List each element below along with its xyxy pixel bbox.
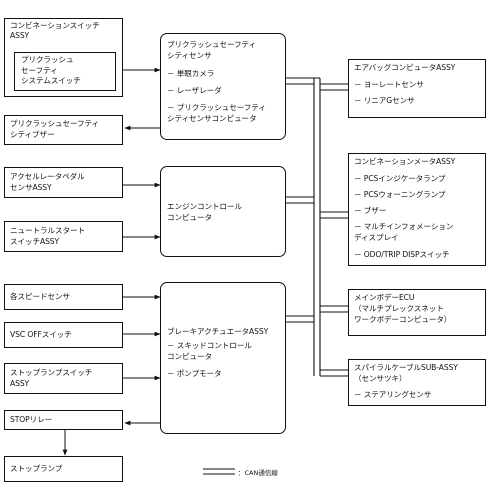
precrash-sensor-item-3: － プリクラッシュセーフティ bbox=[167, 103, 266, 112]
meter-item-4: － マルチインフォメーション bbox=[354, 222, 454, 231]
neutral-line-1: ニュートラルスタート bbox=[10, 226, 85, 235]
precrash-switch-line-1: プリクラッシュ bbox=[21, 55, 74, 64]
brake-item-1: － スキッドコントロール bbox=[167, 341, 252, 350]
stop-relay-label: STOPリレー bbox=[10, 415, 53, 424]
meter-title: コンビネーションメータASSY bbox=[354, 157, 456, 166]
meter-item-3: － ブザー bbox=[354, 206, 387, 215]
stop-lamp-box: ストップランプ bbox=[4, 456, 123, 482]
spiral-item-1: － ステアリングセンサ bbox=[354, 390, 432, 399]
spiral-title-1: スパイラルケーブルSUB-ASSY bbox=[354, 363, 458, 372]
engine-line-1: エンジンコントロール bbox=[167, 202, 242, 211]
speed-sensor-label: 各スピードセンサ bbox=[10, 292, 70, 301]
meter-item-6: － ODO/TRIP DISPスイッチ bbox=[354, 250, 450, 259]
main-body-ecu-box: メインボデーECU （マルチプレックスネット ワークボデーコンピュータ） bbox=[348, 289, 486, 336]
vsc-off-switch-box: VSC OFFスイッチ bbox=[4, 322, 123, 348]
stop-lamp-label: ストップランプ bbox=[10, 464, 63, 473]
spiral-cable-box: スパイラルケーブルSUB-ASSY （センサツキ） － ステアリングセンサ bbox=[348, 359, 486, 406]
body-ecu-line-1: メインボデーECU bbox=[354, 293, 415, 302]
brake-title: ブレーキアクチュエータASSY bbox=[167, 327, 269, 336]
speed-sensor-box: 各スピードセンサ bbox=[4, 284, 123, 310]
stop-relay-box: STOPリレー bbox=[4, 410, 123, 430]
neutral-start-switch-box: ニュートラルスタート スイッチASSY bbox=[4, 221, 123, 252]
combination-switch-box: コンビネーションスイッチ ASSY プリクラッシュ セーフティ システムスイッチ bbox=[4, 18, 123, 97]
airbag-item-2: － リニアGセンサ bbox=[354, 96, 415, 105]
accel-line-2: センサASSY bbox=[10, 183, 52, 192]
stop-lamp-switch-box: ストップランプスイッチ ASSY bbox=[4, 363, 123, 394]
vsc-switch-label: VSC OFFスイッチ bbox=[10, 330, 72, 339]
airbag-item-1: － ヨーレートセンサ bbox=[354, 80, 424, 89]
body-ecu-line-2: （マルチプレックスネット bbox=[354, 304, 444, 313]
brake-item-2: コンピュータ bbox=[167, 352, 212, 361]
precrash-switch-line-2: セーフティ bbox=[21, 65, 58, 75]
stop-switch-line-2: ASSY bbox=[10, 379, 30, 388]
precrash-buzzer-box: プリクラッシュセーフティ シティブザー bbox=[4, 115, 123, 145]
precrash-switch-line-3: システムスイッチ bbox=[21, 76, 81, 85]
precrash-sensor-item-4: シティセンサコンピュータ bbox=[167, 114, 257, 123]
combination-switch-title: コンビネーションスイッチ bbox=[10, 21, 100, 30]
body-ecu-line-3: ワークボデーコンピュータ） bbox=[354, 315, 452, 324]
precrash-sensor-title-2: シティセンサ bbox=[167, 51, 212, 60]
combination-switch-assy: ASSY bbox=[10, 31, 30, 40]
buzzer-line-2: シティブザー bbox=[10, 130, 55, 139]
precrash-city-sensor-box: プリクラッシュセーフティ シティセンサ － 単眼カメラ － レーザレーダ － プ… bbox=[160, 33, 286, 140]
airbag-title: エアバッグコンピュータASSY bbox=[354, 63, 456, 72]
buzzer-line-1: プリクラッシュセーフティ bbox=[10, 119, 100, 128]
meter-item-5: ディスプレイ bbox=[354, 233, 399, 242]
neutral-line-2: スイッチASSY bbox=[10, 237, 60, 246]
brake-item-3: － ポンプモータ bbox=[167, 369, 222, 378]
precrash-sensor-item-1: － 単眼カメラ bbox=[167, 69, 215, 78]
signal-lines bbox=[62, 67, 161, 456]
airbag-computer-box: エアバッグコンピュータASSY － ヨーレートセンサ － リニアGセンサ bbox=[348, 59, 486, 118]
engine-line-2: コンピュータ bbox=[167, 213, 212, 222]
meter-item-1: － PCSインジケータランプ bbox=[354, 174, 446, 183]
brake-actuator-box: ブレーキアクチュエータASSY － スキッドコントロール コンピュータ － ポン… bbox=[160, 282, 286, 434]
can-bus bbox=[203, 77, 348, 475]
stop-switch-line-1: ストップランプスイッチ bbox=[10, 368, 93, 377]
accel-pedal-sensor-box: アクセルレータペダル センサASSY bbox=[4, 167, 123, 198]
precrash-system-switch-box: プリクラッシュ セーフティ システムスイッチ bbox=[14, 52, 116, 91]
spiral-title-2: （センサツキ） bbox=[354, 374, 407, 383]
can-legend-label: ：CAN通信線 bbox=[238, 469, 278, 477]
combination-meter-box: コンビネーションメータASSY － PCSインジケータランプ － PCSウォーニ… bbox=[348, 153, 486, 266]
precrash-sensor-item-2: － レーザレーダ bbox=[167, 86, 222, 95]
meter-item-2: － PCSウォーニングランプ bbox=[354, 190, 446, 199]
precrash-sensor-title-1: プリクラッシュセーフティ bbox=[167, 40, 257, 49]
accel-line-1: アクセルレータペダル bbox=[10, 172, 85, 181]
engine-control-computer-box: エンジンコントロール コンピュータ bbox=[160, 166, 286, 257]
